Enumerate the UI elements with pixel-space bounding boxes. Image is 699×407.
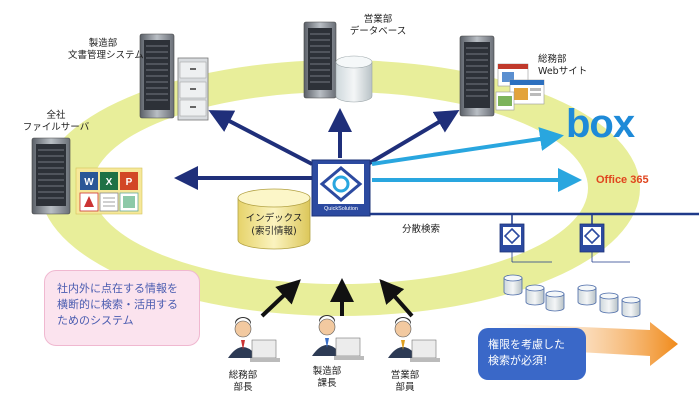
remote-links [511, 252, 630, 263]
fileserver-label-line1: 全社 [46, 110, 66, 121]
quicksolution-logo-icon [311, 159, 371, 217]
fileserver-label-line2: ファイルサーバ [22, 122, 90, 133]
warning-line1: 権限を考慮した [488, 338, 565, 351]
database-icon [335, 55, 373, 103]
arrow-to-manufacturing [208, 110, 313, 166]
manufacturing-label-line1: 製造部 [88, 38, 118, 49]
office365-logo: Office 365 [596, 174, 649, 186]
permission-warning-box: 権限を考慮した 検索が必須! [478, 328, 586, 380]
user-2-dept: 製造部 [312, 366, 342, 377]
document-files-icon: W X P [75, 167, 143, 215]
user-3-label: 営業部 部員 [380, 370, 430, 394]
arrow-user-1 [260, 279, 301, 318]
arrow-to-general [366, 109, 460, 166]
arrow-to-box [371, 127, 564, 166]
general-server-icon [459, 35, 495, 117]
general-label: 総務部 Webサイト [538, 54, 587, 78]
user-3-dept: 営業部 [390, 370, 420, 381]
user-3-icon [388, 317, 440, 362]
callout-line3: ためのシステム [57, 314, 134, 327]
svg-text:W: W [84, 177, 94, 188]
system-description-callout: 社内外に点在する情報を 横断的に検索・活用する ためのシステム [44, 270, 200, 346]
index-label-line1: インデックス [245, 213, 303, 224]
distributed-search-label: 分散検索 [402, 224, 441, 235]
callout-line1: 社内外に点在する情報を [57, 282, 178, 295]
svg-text:X: X [106, 177, 113, 188]
sales-label-line2: データベース [349, 26, 407, 37]
manufacturing-label: 製造部 文書管理システム [68, 38, 144, 62]
callout-line2: 横断的に検索・活用する [57, 298, 178, 311]
index-label-line2: (索引情報) [251, 226, 297, 237]
box-logo: box [566, 102, 635, 146]
user-1-role: 部長 [233, 382, 253, 393]
manufacturing-label-line2: 文書管理システム [68, 50, 144, 61]
user-2-role: 課長 [317, 378, 337, 389]
fileserver-label: 全社 ファイルサーバ [16, 110, 96, 134]
user-2-label: 製造部 課長 [302, 366, 352, 390]
user-1-dept: 総務部 [228, 370, 258, 381]
index-label: インデックス (索引情報) [243, 212, 305, 238]
index-database-icon [237, 188, 311, 250]
arrow-user-3 [379, 279, 414, 318]
user-3-role: 部員 [395, 382, 415, 393]
quicksolution-wordmark: QuickSolution [324, 206, 358, 212]
general-label-line1: 総務部 [538, 54, 567, 65]
user-1-label: 総務部 部長 [218, 370, 268, 394]
sales-server-icon [303, 21, 337, 99]
user-1-icon [228, 317, 280, 362]
sales-label: 営業部 データベース [338, 14, 418, 38]
web-pages-icon [495, 63, 545, 111]
svg-text:P: P [126, 177, 133, 188]
remote-node-1-icon [499, 223, 525, 253]
file-cabinet-icon [177, 57, 209, 121]
general-label-line2: Webサイト [538, 66, 588, 77]
user-2-icon [312, 315, 364, 360]
remote-node-2-icon [579, 223, 605, 253]
warning-line2: 検索が必須! [488, 354, 548, 367]
manufacturing-server-icon [139, 33, 175, 119]
sales-label-line1: 営業部 [363, 14, 393, 25]
fileserver-server-icon [31, 137, 71, 215]
remote-databases-icon [503, 274, 641, 318]
